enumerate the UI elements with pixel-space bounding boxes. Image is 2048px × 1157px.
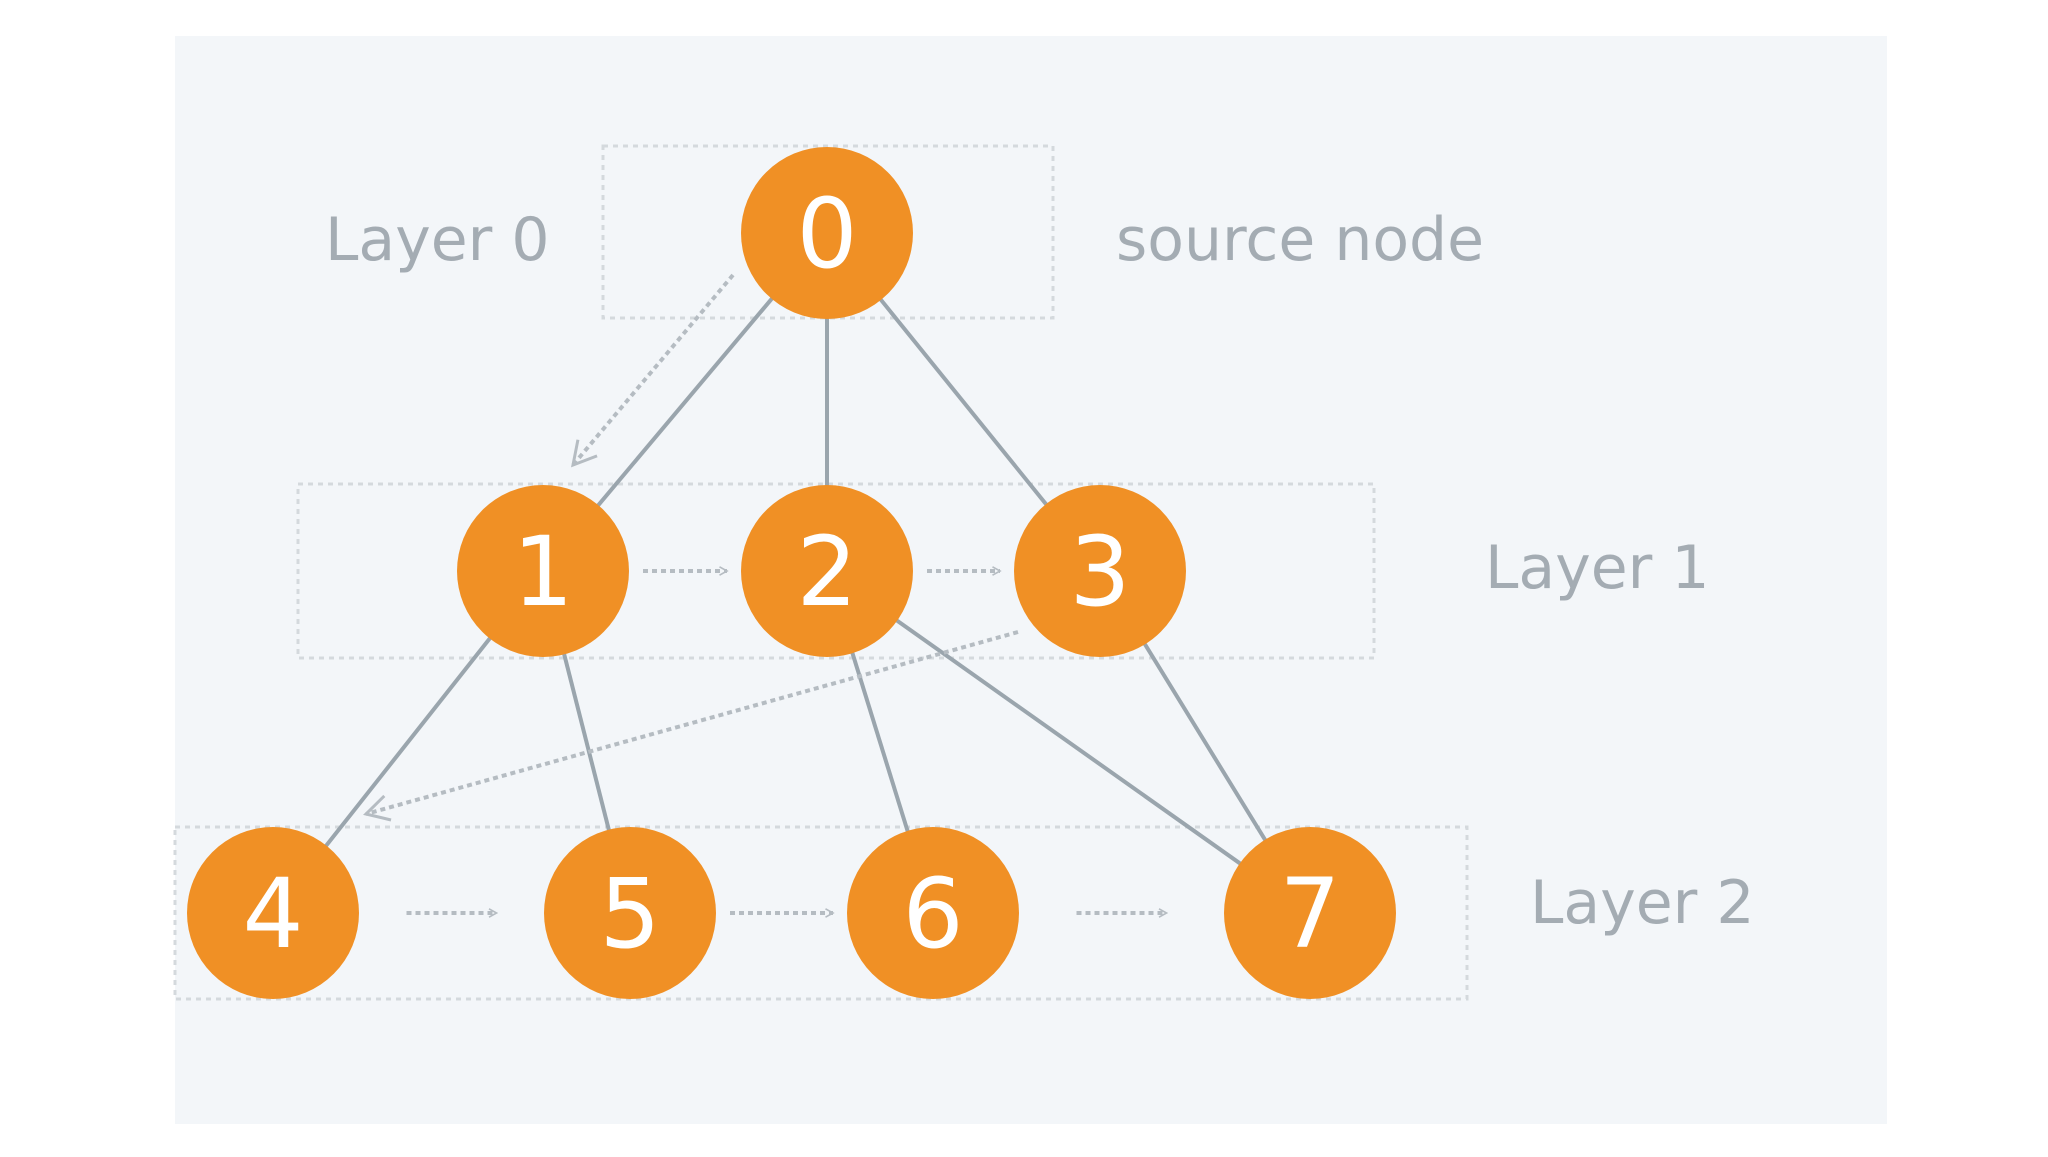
traversal-arrow-3-4 bbox=[363, 630, 1019, 822]
layer-2-label: Layer 2 bbox=[1530, 868, 1755, 938]
layer-2-box bbox=[173, 825, 1469, 1001]
node-5: 5 bbox=[544, 827, 716, 999]
node-0-label: 0 bbox=[796, 178, 857, 290]
layer-1-label: Layer 1 bbox=[1485, 533, 1710, 603]
node-5-circle bbox=[544, 827, 716, 999]
node-5-label: 5 bbox=[599, 858, 660, 970]
node-6-circle bbox=[847, 827, 1019, 999]
node-1-circle bbox=[457, 485, 629, 657]
node-7-label: 7 bbox=[1279, 858, 1340, 970]
node-7-circle bbox=[1224, 827, 1396, 999]
traversal-arrows-group bbox=[363, 273, 1167, 913]
node-4: 4 bbox=[187, 827, 359, 999]
node-6: 6 bbox=[847, 827, 1019, 999]
node-3-circle bbox=[1014, 485, 1186, 657]
node-0: 0 bbox=[741, 147, 913, 319]
node-0-circle bbox=[741, 147, 913, 319]
node-2: 2 bbox=[741, 485, 913, 657]
layer-1-box bbox=[296, 482, 1376, 660]
node-3: 3 bbox=[1014, 485, 1186, 657]
node-7: 7 bbox=[1224, 827, 1396, 999]
node-4-label: 4 bbox=[242, 858, 303, 970]
node-2-circle bbox=[741, 485, 913, 657]
node-6-label: 6 bbox=[902, 858, 963, 970]
node-1-label: 1 bbox=[512, 516, 573, 628]
nodes-group: 0 1 2 3 4 5 6 7 bbox=[187, 147, 1396, 999]
layer-0-label: Layer 0 bbox=[325, 205, 550, 275]
layer-0-box bbox=[601, 144, 1055, 320]
node-2-label: 2 bbox=[796, 516, 857, 628]
edge-2-7 bbox=[825, 569, 1312, 915]
node-4-circle bbox=[187, 827, 359, 999]
node-3-label: 3 bbox=[1069, 516, 1130, 628]
source-node-label: source node bbox=[1116, 205, 1484, 275]
node-1: 1 bbox=[457, 485, 629, 657]
